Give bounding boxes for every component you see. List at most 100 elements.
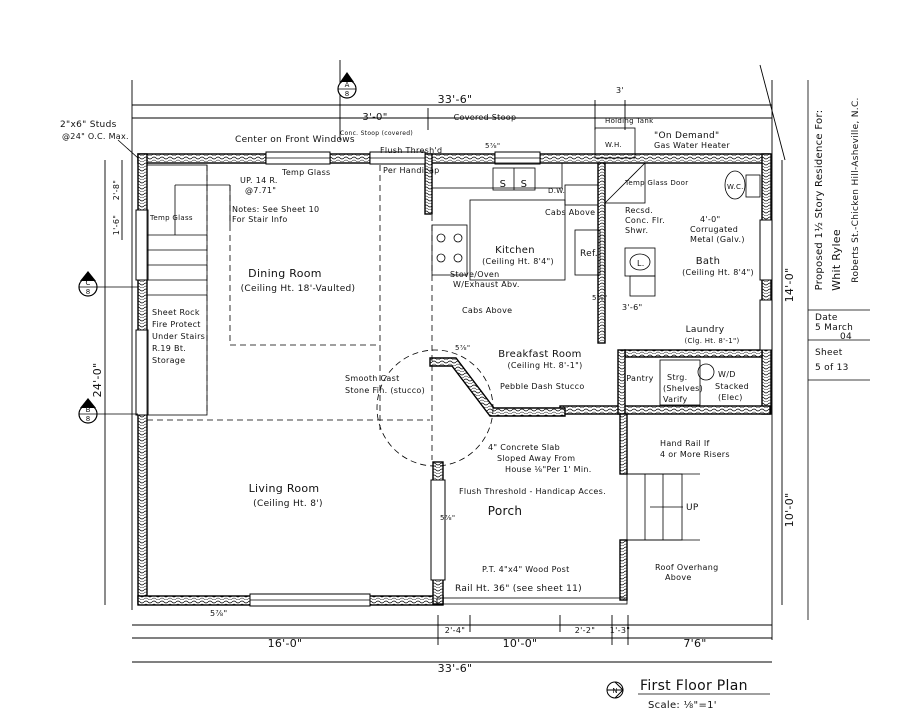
kitchen-ceiling: (Ceiling Ht. 8'4") (482, 257, 554, 266)
wd-note-1: W/D (718, 370, 736, 379)
sheet-rock-5: Storage (152, 356, 185, 365)
up-14r-b-note: @7.71" (245, 186, 276, 195)
living-room-name: Living Room (249, 482, 320, 495)
studs-note-2: @24" O.C. Max. (62, 132, 129, 141)
top-three-dim: 3' (616, 86, 624, 95)
pebble-dash-note: Pebble Dash Stucco (500, 382, 585, 391)
holding-tank-note: Holding Tank (605, 117, 654, 125)
temp-glass-door-note: Temp Glass Door (624, 179, 688, 187)
bath-fixtures (594, 127, 761, 297)
up-14r-note: UP. 14 R. (240, 176, 278, 185)
breakfast-room-ceiling: (Ceiling Ht. 8'-1") (508, 361, 583, 370)
sheet-rock-4: R.19 Bt. (152, 344, 186, 353)
stair-notes-2: For Stair Info (232, 215, 288, 224)
left-overall-dim: 24'-0" (91, 363, 104, 398)
stove-note-1: Stove/Oven (450, 270, 499, 279)
dim-e: 4'-0" (700, 215, 720, 224)
smooth-cast-note-2: Stone Fin. (stucco) (345, 386, 425, 395)
sink-label-1: S (500, 179, 507, 190)
date-value-2: 04 (840, 332, 852, 342)
bottom-b-dim: 2'-2" (575, 626, 595, 635)
sheet-rock-3: Under Stairs (152, 332, 205, 341)
wall-dim-a: 5⅞" (210, 609, 227, 618)
section-marker-a: A 8 (337, 72, 357, 99)
top-overall-dim: 33'-6" (438, 93, 473, 106)
dining-room-name: Dining Room (248, 267, 322, 280)
water-heater-label: W.H. (605, 141, 622, 149)
kitchen-fixtures: S S (431, 162, 601, 281)
wall-dim-d: 5⅞" (485, 142, 500, 150)
right-lower-dim: 10'-0" (783, 493, 796, 528)
living-room-ceiling: (Ceiling Ht. 8') (253, 499, 323, 509)
wd-note-2: Stacked (715, 382, 749, 391)
bottom-dimensions: 16'-0" 10'-0" 7'6" 2'-4" 2'-2" 1'-3" 33'… (132, 609, 772, 675)
temp-glass-note-1: Temp Glass (281, 168, 331, 177)
sheet-value: 5 of 13 (815, 363, 849, 373)
left-a-dim: 2'-8" (112, 180, 121, 200)
recsd-note-1: Recsd. (625, 206, 653, 215)
strg-note-3: Varify (663, 395, 687, 404)
center-windows-note: Center on Front Windows (235, 135, 355, 145)
temp-glass-note-3: Temp Glass (149, 214, 193, 222)
cabs-above-note-1: Cabs Above (545, 208, 595, 217)
annotations: 2"x6" Studs @24" O.C. Max. Center on Fro… (60, 117, 749, 594)
rail-note: Rail Ht. 36" (see sheet 11) (455, 584, 582, 594)
concrete-note-1: 4" Concrete Slab (488, 443, 560, 452)
stair-area (146, 164, 231, 416)
sheet-rock-1: Sheet Rock (152, 308, 200, 317)
per-handicap-note: Per Handicap (383, 166, 440, 175)
sheet-label: Sheet (815, 348, 843, 358)
cabs-above-note-2: Cabs Above (462, 306, 512, 315)
stair-notes-1: Notes: See Sheet 10 (232, 205, 319, 214)
section-a-letter: A (345, 81, 350, 89)
pantry-name: Pantry (626, 374, 653, 383)
owner-name: Whit Rylee (830, 229, 843, 291)
sink-label-2: S (521, 179, 528, 190)
drawing-scale: Scale: ⅛"=1' (648, 700, 717, 711)
smooth-cast-note-1: Smooth Cast (345, 374, 400, 383)
flush-thresh-2-note: Flush Threshold - Handicap Acces. (459, 487, 606, 496)
dw-label: D.W. (548, 187, 565, 195)
concrete-note-2: Sloped Away From (497, 454, 575, 463)
drawing-title-block: N First Floor Plan Scale: ⅛"=1' (606, 678, 770, 711)
dining-room-ceiling: (Ceiling Ht. 18'-Vaulted) (241, 284, 356, 294)
section-a-num: 8 (345, 90, 349, 98)
top-dimensions: 33'-6" 3'-0" Covered Stoop 3' (131, 60, 786, 640)
bottom-mid-dim: 10'-0" (503, 637, 538, 650)
date-value-1: 5 March (815, 323, 853, 333)
room-labels: Dining Room (Ceiling Ht. 18'-Vaulted) Li… (241, 245, 754, 518)
section-marker-c: C 8 (78, 271, 138, 297)
studs-note-1: 2"x6" Studs (60, 120, 117, 130)
windows (135, 151, 773, 607)
roof-note-2: Above (665, 573, 692, 582)
sheet-rock-2: Fire Protect (152, 320, 201, 329)
concrete-note-3: House ⅛"Per 1' Min. (505, 465, 592, 474)
roof-note-1: Roof Overhang (655, 563, 718, 572)
section-marker-b: B 8 (78, 398, 138, 424)
left-b-dim: 1'-6" (112, 215, 121, 235)
lav-label: L. (637, 259, 645, 268)
title-block: Proposed 1½ Story Residence For: Whit Ry… (807, 80, 870, 620)
strg-note-2: (Shelves) (663, 384, 703, 393)
bottom-overall-dim: 33'-6" (438, 662, 473, 675)
laundry-fixtures (659, 359, 715, 406)
corrugated-note-2: Metal (Galv.) (690, 235, 745, 244)
section-b-num: 8 (86, 415, 90, 423)
on-demand-note-2: Gas Water Heater (654, 141, 730, 150)
breakfast-room-name: Breakfast Room (498, 349, 581, 360)
recsd-note-2: Conc. Flr. (625, 216, 665, 225)
kitchen-name: Kitchen (495, 245, 535, 256)
handrail-note-1: Hand Rail If (660, 439, 710, 448)
date-label: Date (815, 313, 838, 323)
covered-stoop-label: Covered Stoop (454, 113, 517, 122)
ref-label: Ref. (580, 249, 598, 259)
right-dimensions: 14'-0" 10'-0" (781, 160, 796, 605)
up-label: UP (686, 503, 699, 513)
section-b-letter: B (86, 406, 91, 414)
bottom-left-dim: 16'-0" (268, 637, 303, 650)
drawing-title: First Floor Plan (640, 678, 748, 694)
bath-name: Bath (696, 256, 720, 267)
bottom-c-dim: 1'-3" (610, 626, 630, 635)
porch-name: Porch (488, 504, 523, 518)
